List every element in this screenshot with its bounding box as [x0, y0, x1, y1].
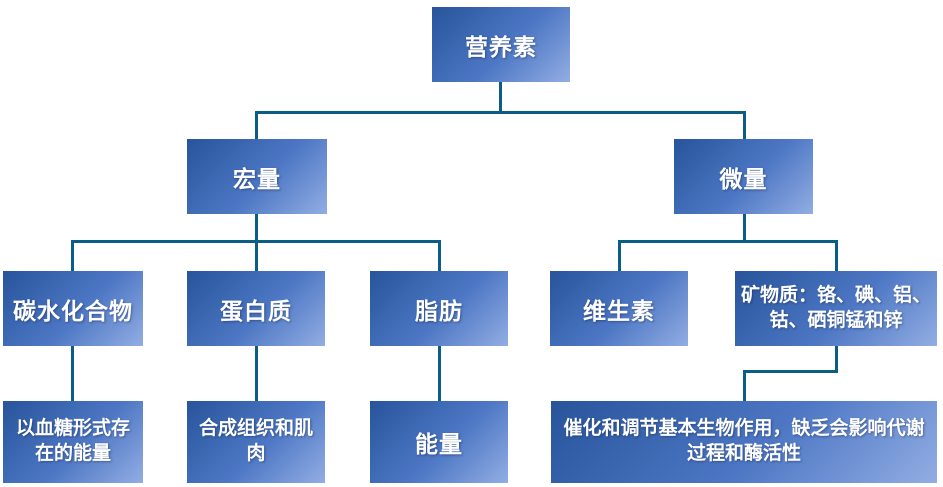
connector-minerals-elbow-down: [835, 346, 838, 373]
connector-fat-drop: [438, 240, 441, 271]
node-minerals-label: 矿物质：铬、碘、铝、钴、硒铜锰和锌: [740, 284, 931, 331]
connector-macro-drop: [255, 111, 258, 139]
node-protein-description-label: 合成组织和肌肉: [198, 418, 313, 464]
connector-macro-children-horizontal: [71, 240, 441, 243]
connector-root-down: [499, 82, 502, 114]
connector-fat-desc: [438, 346, 441, 401]
connector-micro-children-horizontal: [618, 240, 838, 243]
node-carbohydrates-description: 以血糖形式存在的能量: [3, 401, 143, 483]
node-minerals-description-label: 催化和调节基本生物作用，缺乏会影响代谢过程和酶活性: [563, 418, 925, 464]
node-carbohydrates-description-label: 以血糖形式存在的能量: [15, 418, 130, 464]
node-carbohydrates-label: 碳水化合物: [13, 297, 133, 324]
connector-l2-horizontal: [255, 111, 746, 114]
connector-carbs-desc: [71, 346, 74, 401]
node-carbohydrates: 碳水化合物: [3, 271, 143, 346]
node-vitamins: 维生素: [550, 271, 688, 346]
node-macro: 宏量: [187, 139, 327, 214]
connector-minerals-elbow-drop: [743, 370, 746, 401]
connector-vitamins-drop: [618, 240, 621, 271]
node-minerals-description: 催化和调节基本生物作用，缺乏会影响代谢过程和酶活性: [551, 401, 937, 483]
node-protein-label: 蛋白质: [220, 297, 292, 324]
node-fat-description: 能量: [370, 401, 508, 483]
node-micro-label: 微量: [719, 165, 768, 192]
connector-micro-drop: [743, 111, 746, 139]
node-minerals: 矿物质：铬、碘、铝、钴、硒铜锰和锌: [735, 271, 937, 346]
node-protein: 蛋白质: [187, 271, 325, 346]
node-vitamins-label: 维生素: [583, 297, 655, 324]
node-macro-label: 宏量: [233, 165, 281, 192]
node-fat-label: 脂肪: [415, 297, 463, 324]
connector-minerals-elbow-horizontal: [743, 370, 838, 373]
connector-protein-desc: [255, 346, 258, 401]
node-fat: 脂肪: [370, 271, 508, 346]
node-micro: 微量: [674, 139, 813, 214]
node-protein-description: 合成组织和肌肉: [187, 401, 325, 483]
node-nutrients: 营养素: [432, 7, 570, 82]
connector-minerals-drop: [835, 240, 838, 271]
node-fat-description-label: 能量: [415, 431, 463, 457]
node-nutrients-label: 营养素: [465, 33, 537, 60]
connector-carbs-drop: [71, 240, 74, 271]
connector-micro-down: [743, 214, 746, 243]
